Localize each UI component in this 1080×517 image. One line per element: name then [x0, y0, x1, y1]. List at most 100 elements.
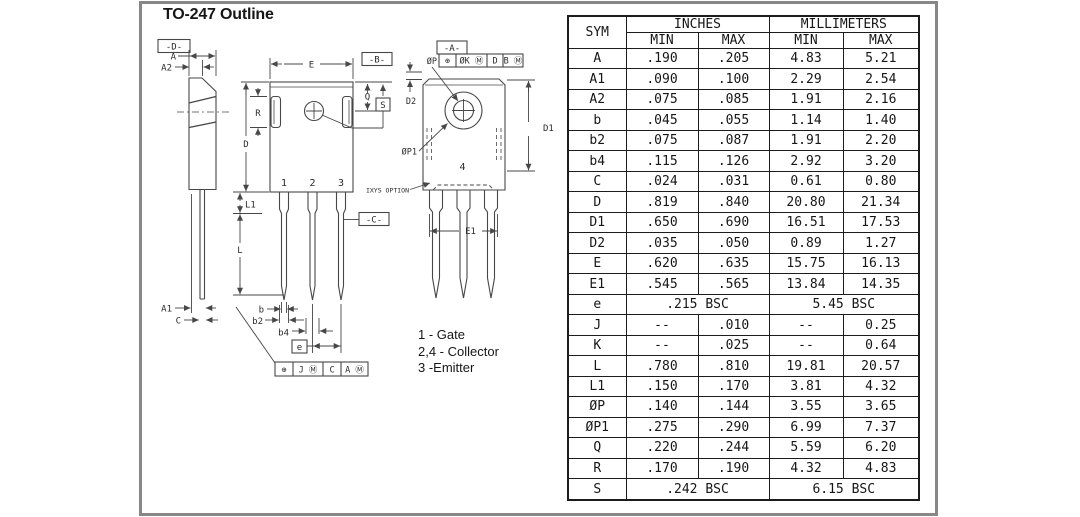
- dimension-table: SYM INCHES MILLIMETERS MIN MAX MIN MAX A…: [567, 15, 920, 501]
- value-cell: .010: [697, 314, 770, 336]
- value-cell: 2.20: [842, 129, 920, 152]
- value-cell: .190: [625, 47, 699, 70]
- value-cell: 1.40: [842, 109, 920, 131]
- dim-a1-label: A1: [161, 305, 172, 315]
- fcf-leads-tolerance: J Ⓜ: [299, 366, 318, 376]
- value-cell: 16.13: [842, 252, 920, 275]
- fcf-leads: [274, 361, 369, 377]
- dim-b2-label: b2: [252, 317, 263, 327]
- value-cell: 0.25: [842, 314, 920, 336]
- value-cell: .050: [697, 232, 770, 254]
- fcf-leads-datum2: A Ⓜ: [345, 366, 364, 376]
- sym-cell: L1: [567, 375, 627, 398]
- value-cell: .565: [697, 273, 770, 295]
- value-cell: .545: [625, 273, 699, 295]
- mm-max-header: MAX: [842, 32, 920, 49]
- sym-cell: ØP1: [567, 416, 627, 439]
- dim-row: K--.025--0.64: [567, 334, 920, 357]
- datum-d-label: -D-: [166, 43, 182, 53]
- fcf-leads-position-symbol: ⊕: [281, 366, 286, 376]
- pin1-number: 1: [281, 178, 287, 189]
- value-cell: .620: [625, 252, 699, 275]
- value-cell: .090: [625, 68, 699, 90]
- value-cell: 6.15 BSC: [768, 478, 920, 501]
- dim-e-label: E: [309, 61, 314, 71]
- value-cell: 3.20: [842, 150, 920, 172]
- fcf-hole-tolerance: ØK Ⓜ: [460, 56, 484, 67]
- value-cell: 0.89: [768, 232, 844, 254]
- table-header-row-groups: SYM INCHES MILLIMETERS: [567, 15, 920, 49]
- value-cell: .115: [625, 150, 699, 172]
- ixys-option-note: IXYS OPTION: [366, 187, 409, 195]
- sym-cell: L: [567, 355, 627, 377]
- dim-d1-label: D1: [543, 124, 554, 134]
- pin2-number: 2: [309, 178, 315, 189]
- inches-header-cell: INCHES: [625, 15, 770, 33]
- fcf-hole-datum1: D: [492, 57, 497, 67]
- dim-d-label: D: [243, 140, 248, 150]
- millimeters-header-cell: MILLIMETERS: [768, 15, 920, 33]
- value-cell: .190: [697, 457, 770, 480]
- value-cell: .035: [625, 232, 699, 254]
- fcf-hole-position-symbol: ⊕: [445, 57, 450, 67]
- sym-cell: Q: [567, 437, 627, 459]
- sym-cell: E: [567, 252, 627, 275]
- value-cell: .025: [697, 334, 770, 357]
- sym-header-cell: SYM: [567, 15, 627, 49]
- value-cell: --: [768, 314, 844, 336]
- value-cell: .126: [697, 150, 770, 172]
- value-cell: 3.81: [768, 375, 844, 398]
- value-cell: 7.37: [842, 416, 920, 439]
- sym-cell: J: [567, 314, 627, 336]
- value-cell: 4.83: [768, 47, 844, 70]
- pin3-number: 3: [338, 178, 344, 189]
- value-cell: .780: [625, 355, 699, 377]
- sym-cell: D2: [567, 232, 627, 254]
- value-cell: 3.65: [842, 396, 920, 418]
- dim-c-label: C: [176, 317, 181, 327]
- value-cell: .085: [697, 88, 770, 111]
- value-cell: 14.35: [842, 273, 920, 295]
- value-cell: .840: [697, 191, 770, 213]
- value-cell: .150: [625, 375, 699, 398]
- value-cell: 20.80: [768, 191, 844, 213]
- value-cell: .810: [697, 355, 770, 377]
- value-cell: .275: [625, 416, 699, 439]
- value-cell: 4.83: [842, 457, 920, 480]
- page-title: TO-247 Outline: [163, 6, 274, 23]
- value-cell: 5.21: [842, 47, 920, 70]
- value-cell: .170: [697, 375, 770, 398]
- sym-cell: S: [567, 478, 627, 501]
- value-cell: 19.81: [768, 355, 844, 377]
- value-cell: --: [768, 334, 844, 357]
- drawing-labels: -D- A A2 A1 C E -B- Q S D2 R D L1 L 1 2 …: [161, 43, 554, 376]
- value-cell: .242 BSC: [625, 478, 770, 501]
- dim-q-label: Q: [365, 93, 370, 103]
- sym-cell: E1: [567, 273, 627, 295]
- value-cell: --: [625, 314, 699, 336]
- sym-cell: A1: [567, 68, 627, 90]
- value-cell: .244: [697, 437, 770, 459]
- value-cell: 4.32: [768, 457, 844, 480]
- dim-b4-label: b4: [278, 329, 289, 339]
- value-cell: 6.20: [842, 437, 920, 459]
- sym-cell: K: [567, 334, 627, 357]
- sym-cell: C: [567, 170, 627, 193]
- table-header-row-minmax: MIN MAX MIN MAX: [568, 32, 920, 49]
- sym-cell: e: [567, 293, 627, 316]
- fcf-hole: [438, 53, 524, 68]
- sym-cell: D1: [567, 211, 627, 234]
- value-cell: 4.32: [842, 375, 920, 398]
- dim-r-label: R: [255, 109, 261, 119]
- dim-phi-p1-label: ØP1: [402, 147, 417, 158]
